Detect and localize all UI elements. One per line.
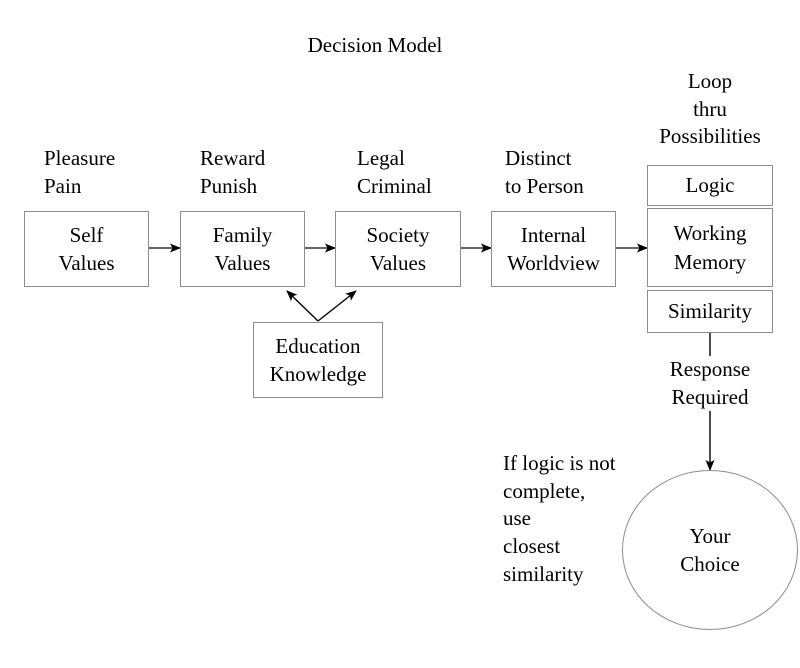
- node-working-memory[interactable]: Working Memory: [647, 208, 773, 287]
- caption-reward-punish: Reward Punish: [200, 146, 266, 198]
- edge-education-to-family: [286, 290, 319, 322]
- edge-education-to-society: [317, 290, 357, 322]
- diagram-title: Decision Model: [307, 33, 443, 57]
- node-self-values[interactable]: Self Values: [24, 211, 149, 287]
- node-logic[interactable]: Logic: [647, 165, 773, 206]
- node-society-values[interactable]: Society Values: [335, 211, 461, 287]
- caption-distinct-to-person: Distinct to Person: [505, 146, 584, 198]
- node-education-knowledge[interactable]: Education Knowledge: [253, 322, 383, 398]
- node-your-choice[interactable]: Your Choice: [622, 470, 798, 630]
- note-similarity-fallback: If logic is not complete, use closest si…: [503, 451, 616, 586]
- edge-label-response-required: Response Required: [648, 356, 772, 412]
- node-similarity[interactable]: Similarity: [647, 290, 773, 333]
- node-family-values[interactable]: Family Values: [180, 211, 305, 287]
- caption-pleasure-pain: Pleasure Pain: [44, 146, 116, 198]
- caption-loop-thru-possibilities: Loop thru Possibilities: [659, 69, 761, 149]
- caption-legal-criminal: Legal Criminal: [357, 146, 432, 198]
- node-internal-worldview[interactable]: Internal Worldview: [491, 211, 616, 287]
